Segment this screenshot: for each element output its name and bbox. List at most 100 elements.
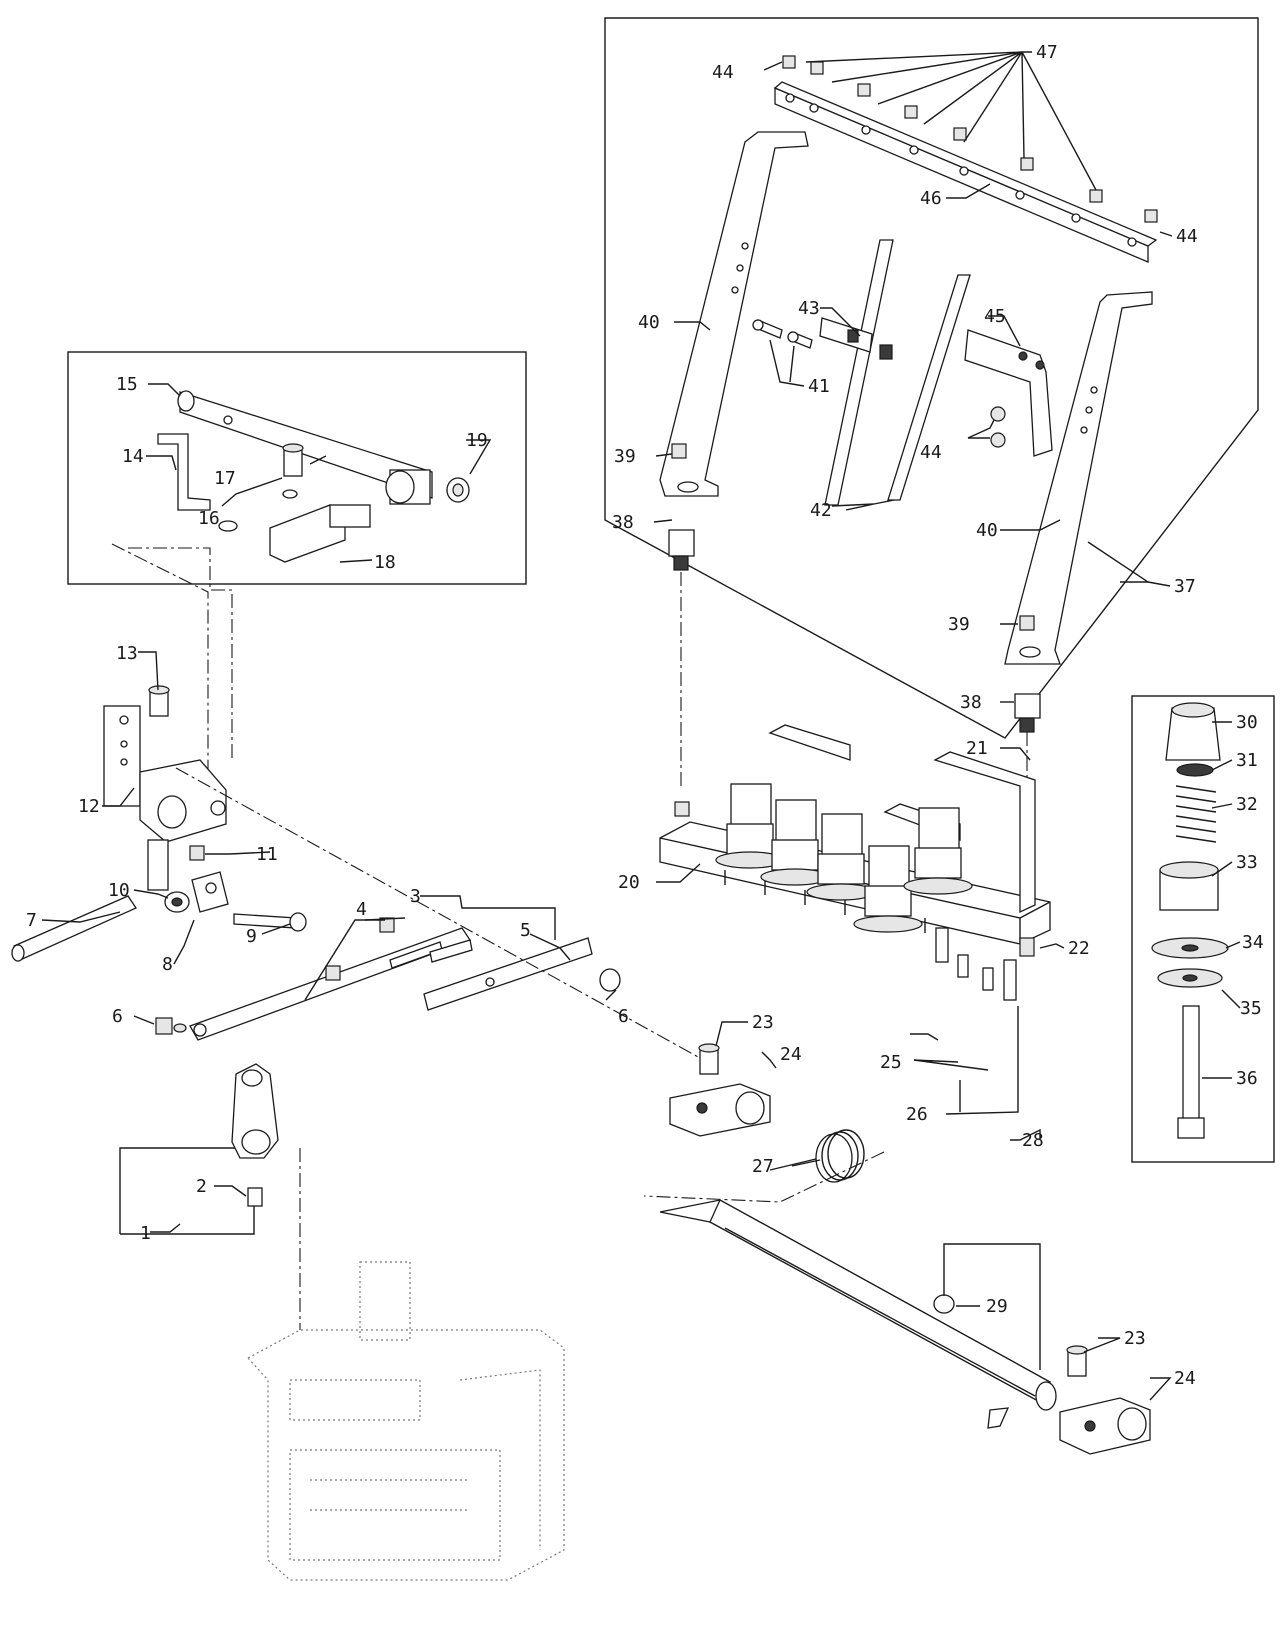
label-15: 15 [116,374,138,395]
screw-part-13 [148,685,170,717]
label-18: 18 [374,552,396,573]
label-47: 47 [1036,42,1058,63]
label-6-right: 6 [618,1006,629,1027]
tension-units [715,783,973,933]
label-26: 26 [906,1104,928,1125]
label-22: 22 [1068,938,1090,959]
label-43: 43 [798,298,820,319]
label-39-left: 39 [614,446,636,467]
screws-part-41 [752,319,813,349]
label-33: 33 [1236,852,1258,873]
label-2: 2 [196,1176,207,1197]
label-44-top: 44 [712,62,734,83]
set-screw-part-2 [247,1187,263,1207]
crank-group-bracket [119,1147,255,1235]
label-11: 11 [256,844,278,865]
part-number-labels: 1 2 3 4 5 6 6 7 8 9 10 11 12 13 14 15 16… [26,42,1264,1389]
collar-part-24-lower [1059,1397,1151,1455]
screw-part-39-left [671,443,687,459]
spring-part-32 [1175,785,1217,843]
label-13: 13 [116,643,138,664]
knob-part-19 [446,477,470,503]
link-bar-part-3 [189,927,471,1041]
label-44-side: 44 [920,442,942,463]
pin-part-9 [233,912,307,932]
center-line-lever-2 [111,543,209,800]
screw-part-23-upper [698,1043,720,1075]
label-38-right: 38 [960,692,982,713]
guide-rods-part-42 [824,239,971,506]
block-part-18 [269,504,371,563]
label-6-left: 6 [112,1006,123,1027]
bracket-part-12 [103,705,141,807]
bracket-part-28 [943,1243,1041,1370]
screws-part-44-side [990,406,1006,448]
knob-part-30 [1165,702,1221,761]
rod-bracket-part-43 [819,317,893,360]
screw-part-23-lower [1066,1345,1088,1377]
label-27: 27 [752,1156,774,1177]
label-32: 32 [1236,794,1258,815]
label-16: 16 [198,508,220,529]
screws-part-6 [155,968,621,1035]
screw-part-22 [1019,937,1035,957]
fitting-part-38-left [668,529,695,571]
upper-frame-assembly-box [604,17,1259,739]
washer-part-31 [1176,763,1214,777]
shaft-part-28 [659,1199,1057,1429]
label-23-upper: 23 [752,1012,774,1033]
stud-part-36 [1177,1005,1205,1139]
top-bar-screws [782,55,1158,223]
label-41: 41 [808,376,830,397]
label-4: 4 [356,899,367,920]
label-3: 3 [410,886,421,907]
center-line-lever [128,547,233,760]
label-17: 17 [214,468,236,489]
pins-part-25-26 [935,927,1017,1001]
label-7: 7 [26,910,37,931]
label-31: 31 [1236,750,1258,771]
machine-body-dotted [247,1261,565,1581]
disc-part-34 [1151,937,1229,959]
fitting-part-38-right [1014,693,1041,733]
label-8: 8 [162,954,173,975]
label-45: 45 [984,306,1006,327]
label-30: 30 [1236,712,1258,733]
label-1: 1 [140,1223,151,1244]
label-29: 29 [986,1296,1008,1317]
spring-part-27 [769,1129,865,1183]
label-14: 14 [122,446,144,467]
label-34: 34 [1242,932,1264,953]
link-bar-part-5 [423,937,593,1011]
clevis-part-8 [191,871,229,913]
screw-part-39-right [1019,615,1035,631]
lever-detail-box [67,351,527,585]
leader-lines [41,51,1241,1401]
label-12: 12 [78,796,100,817]
clamp-body [139,759,227,891]
right-bracket-part-45 [964,329,1053,457]
label-20: 20 [618,872,640,893]
label-9: 9 [246,926,257,947]
screw-part-11 [189,845,205,861]
small-screw-base [674,801,690,817]
label-42: 42 [810,500,832,521]
screw-part-17 [282,443,304,477]
crank-part-1 [231,1063,279,1159]
label-36: 36 [1236,1068,1258,1089]
label-28: 28 [1022,1130,1044,1151]
screws-part-4 [325,917,395,981]
label-40-left: 40 [638,312,660,333]
label-38-left: 38 [612,512,634,533]
washer-part-10 [164,891,190,913]
label-39-right: 39 [948,614,970,635]
label-21: 21 [966,738,988,759]
label-5: 5 [520,920,531,941]
label-19: 19 [466,430,488,451]
link-part-15 [177,390,433,505]
label-40-right: 40 [976,520,998,541]
sleeve-part-33 [1159,861,1219,911]
label-24-lower: 24 [1174,1368,1196,1389]
right-upright-part-40 [1004,291,1153,665]
